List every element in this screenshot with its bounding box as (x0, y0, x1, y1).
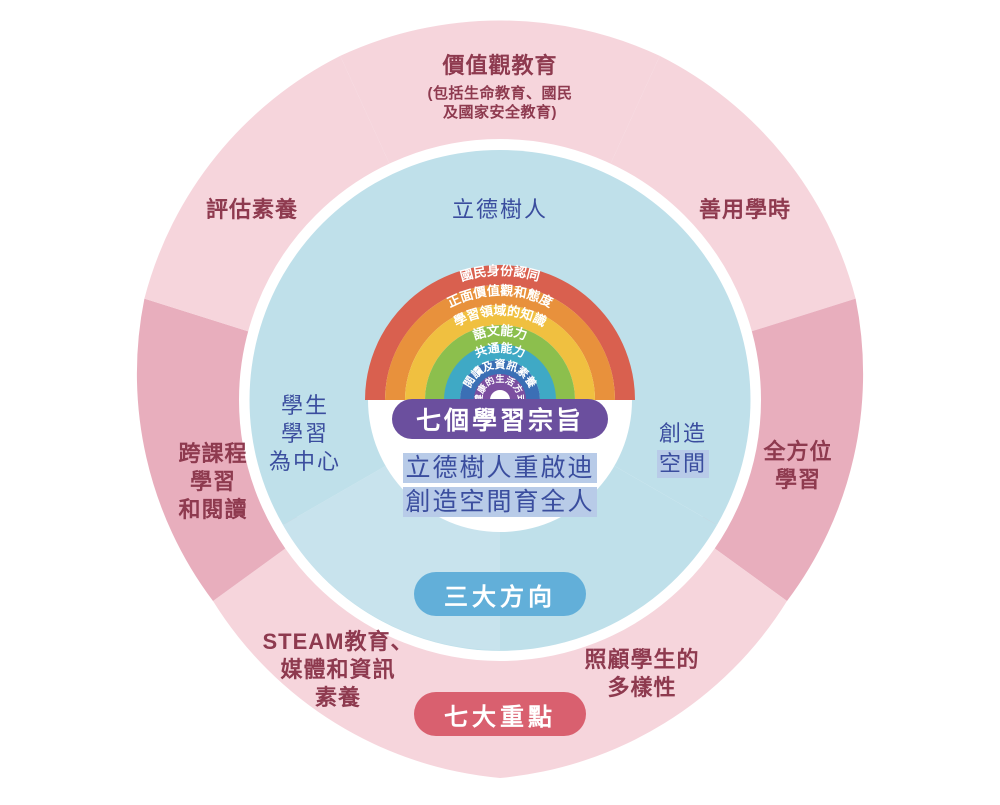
outer-label-good-use-of-lesson-time-main: 善用學時 (698, 197, 791, 222)
inner-label-create-space-line2: 空間 (656, 450, 709, 479)
rainbow-arc-language-proficiency[interactable] (425, 325, 575, 401)
inner-label-moral-cultivation: 立德樹人 (451, 197, 548, 222)
outer-label-all-round-learning-main: 全方位 學習 (763, 439, 833, 493)
ring-divider (239, 139, 761, 661)
rainbow-arc-national-identity[interactable] (365, 265, 635, 401)
rainbow-arc-healthy-lifestyle[interactable] (474, 374, 526, 401)
rainbow-arc-generic-skills[interactable] (444, 344, 556, 401)
outer-segment-good-use-of-lesson-time[interactable] (609, 55, 856, 335)
outer-segment-all-round-learning[interactable] (692, 298, 864, 601)
inner-label-create-space: 創造 空間 (628, 420, 738, 479)
center-line-1-text: 立德樹人重啟迪 (403, 453, 597, 483)
outer-label-good-use-of-lesson-time: 善用學時 (665, 196, 825, 224)
outer-ring (136, 20, 864, 778)
center-title-pill: 七個學習宗旨 (392, 399, 608, 439)
rainbow-arc-positive-values-attitudes[interactable] (385, 285, 615, 401)
outer-label-assessment-literacy: 評估素養 (172, 196, 332, 224)
outer-label-all-round-learning: 全方位 學習 (718, 438, 878, 494)
rainbow-arc-reading-information-literacy[interactable] (460, 360, 540, 401)
rainbow-arc-knowledge-key-learning-areas[interactable] (405, 305, 595, 401)
badge-seven-priorities[interactable]: 七大重點 (414, 692, 586, 736)
outer-label-cross-curricular-main: 跨課程 學習 和閱讀 (178, 441, 248, 523)
outer-segment-values-education[interactable] (340, 20, 660, 166)
outer-label-steam-main: STEAM教育、 媒體和資訊 素養 (262, 629, 414, 711)
rainbow-arcs: 國民身份認同 正面價值觀和態度 學習領域的知識 語文能力 共通能力 閱讀及資訊素… (365, 263, 635, 404)
center-line-2-text: 創造空間育全人 (403, 487, 597, 517)
center-line-1: 立德樹人重啟迪 (380, 448, 620, 484)
outer-label-student-diversity: 照顧學生的 多樣性 (542, 646, 742, 702)
outer-label-student-diversity-main: 照顧學生的 多樣性 (584, 647, 700, 701)
outer-segment-assessment-literacy[interactable] (144, 55, 391, 335)
outer-label-steam-media-information-literacy: STEAM教育、 媒體和資訊 素養 (238, 628, 438, 712)
outer-label-cross-curricular-reading: 跨課程 學習 和閱讀 (128, 440, 298, 524)
outer-label-values-education-sub: (包括生命教育、國民 及國家安全教育) (427, 85, 573, 122)
badge-three-directions[interactable]: 三大方向 (414, 572, 586, 616)
outer-label-assessment-literacy-main: 評估素養 (205, 197, 298, 222)
inner-label-student-centred-learning: 學生 學習 為中心 (268, 393, 341, 475)
outer-label-values-education: 價值觀教育 (包括生命教育、國民 及國家安全教育) (370, 52, 630, 123)
outer-segment-cross-curricular-reading[interactable] (136, 298, 308, 601)
inner-label-create-space-line1: 創造 (658, 421, 707, 446)
outer-label-values-education-main: 價值觀教育 (442, 53, 558, 78)
center-line-2: 創造空間育全人 (380, 482, 620, 518)
